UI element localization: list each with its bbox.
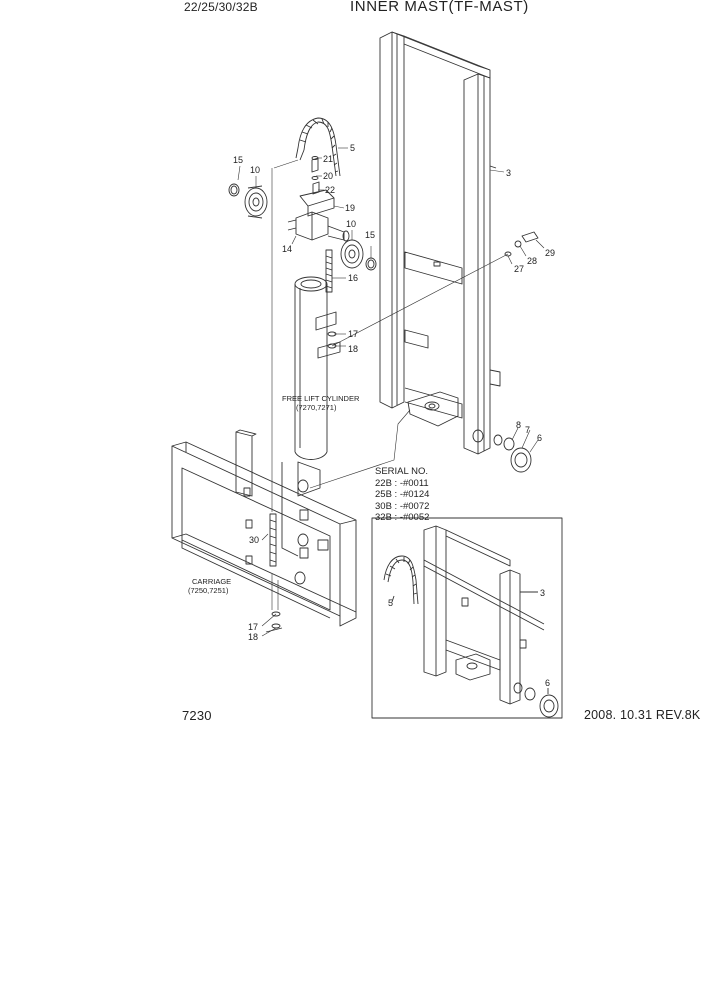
callout-30: 30 bbox=[249, 535, 259, 545]
carriage bbox=[171, 429, 357, 633]
callout-6: 6 bbox=[537, 433, 542, 443]
free-lift-cylinder bbox=[281, 249, 341, 557]
callout-8: 8 bbox=[516, 420, 521, 430]
serial-line: 25B : -#0124 bbox=[375, 489, 430, 500]
page-number: 7230 bbox=[182, 708, 212, 723]
lift-chain bbox=[295, 117, 341, 177]
rollers bbox=[228, 183, 377, 271]
callout-labels: 3 5 21 20 22 19 15 10 10 15 14 16 17 18 … bbox=[233, 143, 555, 688]
callout-17-lower: 17 bbox=[248, 622, 258, 632]
free-lift-cylinder-caption: FREE LIFT CYLINDER bbox=[282, 394, 360, 403]
inset-callout-3: 3 bbox=[540, 588, 545, 598]
callout-5: 5 bbox=[350, 143, 355, 153]
callout-14: 14 bbox=[282, 244, 292, 254]
callout-10-left: 10 bbox=[250, 165, 260, 175]
inset-callout-6: 6 bbox=[545, 678, 550, 688]
carriage-ref: (7250,7251) bbox=[188, 586, 229, 595]
callout-15-left: 15 bbox=[233, 155, 243, 165]
callout-18-lower: 18 bbox=[248, 632, 258, 642]
serial-line: 32B : -#0052 bbox=[375, 512, 430, 523]
callout-18-upper: 18 bbox=[348, 344, 358, 354]
serial-line: 22B : -#0011 bbox=[375, 477, 429, 489]
inset-callout-5: 5 bbox=[388, 598, 393, 608]
model-number: 22/25/30/32B bbox=[184, 0, 258, 14]
callout-21: 21 bbox=[323, 154, 333, 164]
serial-heading: SERIAL NO. bbox=[375, 466, 428, 477]
inner-mast-frame bbox=[379, 31, 501, 455]
revision-date: 2008. 10.31 REV.8K bbox=[584, 708, 701, 722]
callout-20: 20 bbox=[323, 171, 333, 181]
captions: FREE LIFT CYLINDER (7270,7271) CARRIAGE … bbox=[188, 394, 360, 595]
callout-27: 27 bbox=[514, 264, 524, 274]
serial-line: 30B : -#0072 bbox=[375, 500, 430, 512]
callout-16: 16 bbox=[348, 273, 358, 283]
callout-15-right: 15 bbox=[365, 230, 375, 240]
inset-detail bbox=[371, 517, 563, 719]
carriage-caption: CARRIAGE bbox=[192, 577, 231, 586]
callout-29: 29 bbox=[545, 248, 555, 258]
callout-28: 28 bbox=[527, 256, 537, 266]
callout-10-right: 10 bbox=[346, 219, 356, 229]
page-title: INNER MAST(TF-MAST) bbox=[350, 0, 529, 15]
serial-number-table: SERIAL NO. 22B : -#0011 25B : -#0124 30B… bbox=[375, 466, 429, 524]
leader-lines bbox=[237, 147, 545, 637]
callout-17-upper: 17 bbox=[348, 329, 358, 339]
callout-22: 22 bbox=[325, 185, 335, 195]
free-lift-cylinder-ref: (7270,7271) bbox=[296, 403, 337, 412]
callout-19: 19 bbox=[345, 203, 355, 213]
chain-anchor-assembly bbox=[287, 156, 350, 242]
callout-3: 3 bbox=[506, 168, 511, 178]
callout-7: 7 bbox=[525, 425, 530, 435]
